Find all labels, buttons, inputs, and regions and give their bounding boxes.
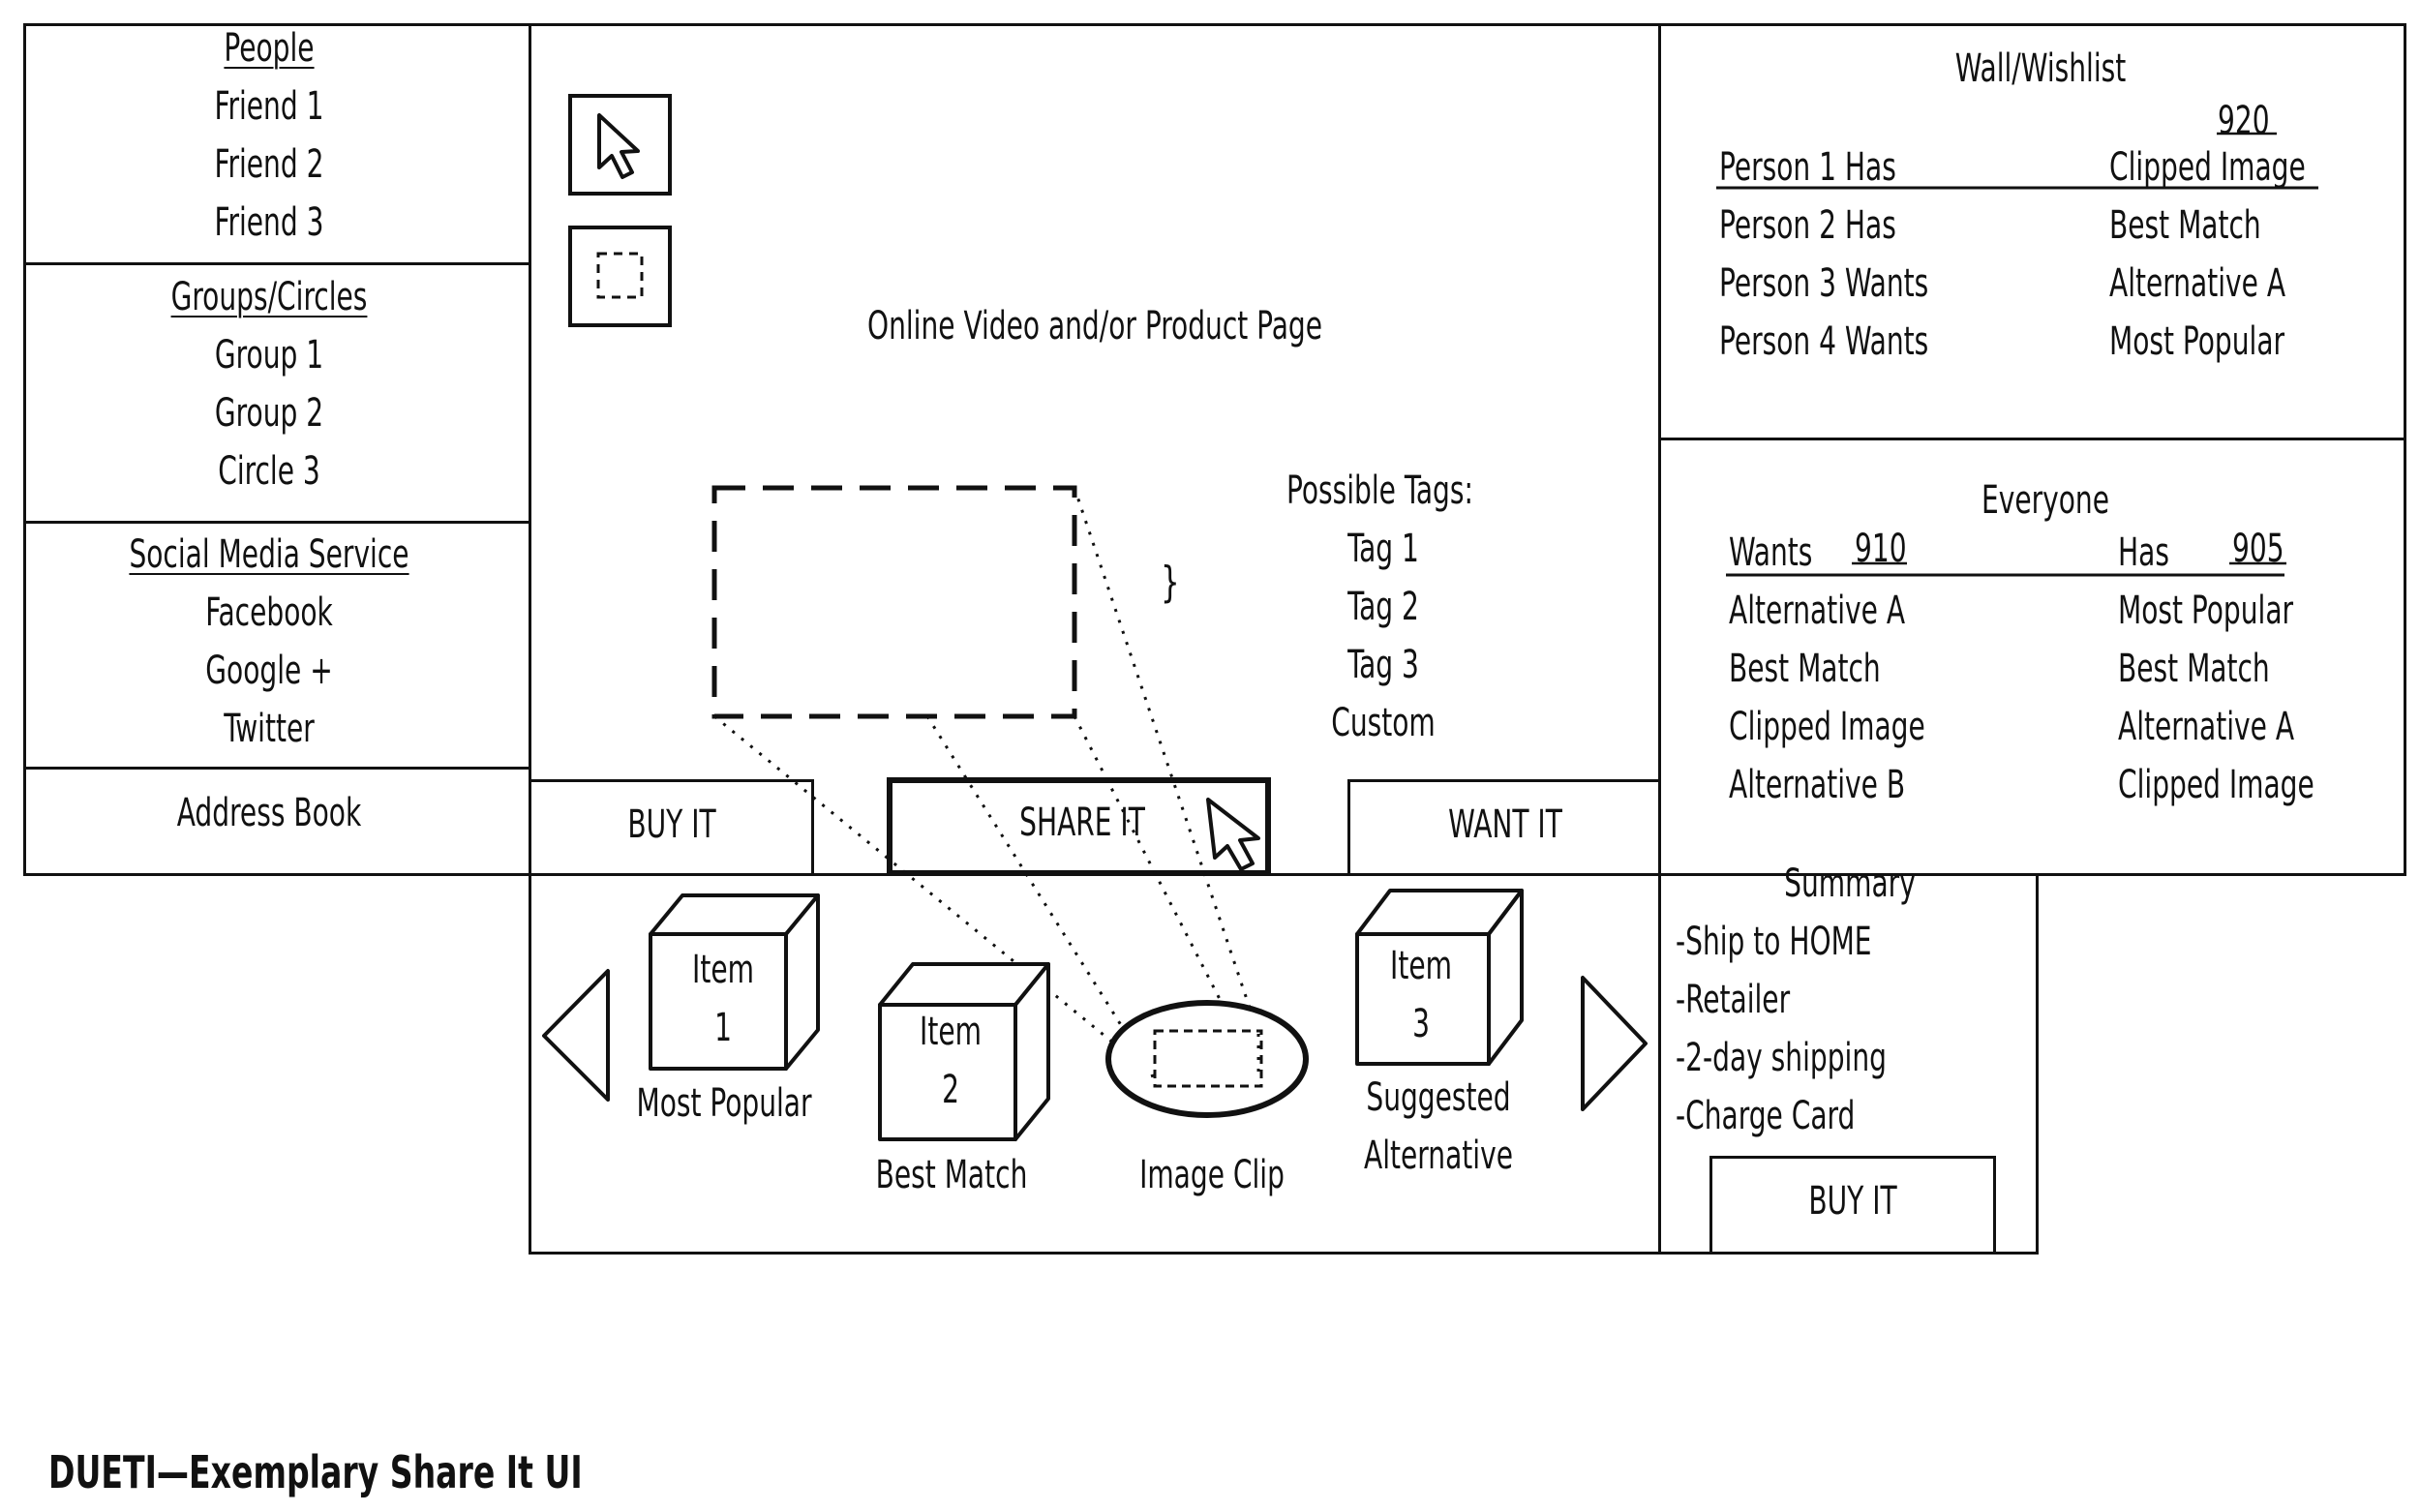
groups-heading: Groups/Circles [170, 275, 368, 319]
group-2[interactable]: Group 2 [214, 391, 324, 436]
wants-2[interactable]: Clipped Image [1729, 705, 1925, 749]
wall-right-2[interactable]: Alternative A [2109, 261, 2286, 306]
item-3-caption-line2: Alternative [1364, 1134, 1513, 1178]
item-3-label-line2: 3 [1412, 1002, 1430, 1046]
wants-1[interactable]: Best Match [1729, 647, 1881, 691]
address-book-panel[interactable]: Address Book [23, 767, 531, 876]
tag-custom[interactable]: Custom [1331, 701, 1436, 745]
group-1[interactable]: Group 1 [214, 333, 324, 378]
google-plus-item[interactable]: Google + [205, 649, 333, 693]
item-2-label-line1: Item [920, 1010, 982, 1054]
wall-ref-920: 920 [2218, 99, 2270, 143]
has-0[interactable]: Most Popular [2118, 589, 2294, 633]
figure-caption: DUETI—Exemplary Share It UI [48, 1446, 583, 1498]
page-label: Online Video and/or Product Page [866, 304, 1323, 348]
address-book-label: Address Book [176, 791, 362, 835]
wall-right-0[interactable]: Clipped Image [2109, 145, 2306, 190]
wall-left-2[interactable]: Person 3 Wants [1719, 261, 1929, 306]
wants-0[interactable]: Alternative A [1729, 589, 1906, 633]
share-it-label: SHARE IT [1019, 801, 1145, 845]
friend-1[interactable]: Friend 1 [214, 84, 324, 129]
wall-left-3[interactable]: Person 4 Wants [1719, 319, 1929, 364]
pointer-tool-button[interactable] [568, 94, 672, 196]
summary-line-2: -2-day shipping [1676, 1036, 1887, 1080]
item-carousel [529, 873, 1661, 1255]
facebook-item[interactable]: Facebook [205, 590, 333, 635]
tags-brace: } [1161, 558, 1180, 607]
wants-label: Wants [1729, 530, 1813, 575]
wall-right-3[interactable]: Most Popular [2109, 319, 2285, 364]
twitter-item[interactable]: Twitter [224, 707, 315, 751]
want-it-label: WANT IT [1448, 802, 1562, 847]
image-clip-caption: Image Clip [1139, 1153, 1285, 1197]
item-3-caption-line1: Suggested [1366, 1075, 1511, 1120]
item-1-label-line2: 1 [714, 1006, 732, 1050]
summary-buy-it-label: BUY IT [1808, 1179, 1897, 1224]
item-2-label-line2: 2 [942, 1068, 959, 1112]
has-ref-905: 905 [2232, 527, 2284, 571]
summary-line-1: -Retailer [1676, 978, 1791, 1022]
people-heading: People [224, 26, 315, 71]
tag-1[interactable]: Tag 1 [1347, 527, 1419, 571]
buy-it-label: BUY IT [627, 802, 716, 847]
tag-2[interactable]: Tag 2 [1347, 585, 1419, 629]
summary-buy-it-button[interactable]: BUY IT [1709, 1156, 1996, 1255]
groups-panel: Groups/Circles Group 1 Group 2 Circle 3 [23, 262, 531, 524]
item-1-label-line1: Item [692, 948, 754, 992]
wall-title: Wall/Wishlist [1954, 46, 2127, 91]
cursor-arrow-icon [597, 113, 640, 179]
wall-left-0[interactable]: Person 1 Has [1719, 145, 1896, 190]
everyone-title: Everyone [1981, 478, 2109, 523]
summary-line-0: -Ship to HOME [1676, 920, 1872, 964]
wall-wishlist-panel: Wall/Wishlist 920 Person 1 Has Person 2 … [1658, 23, 2406, 440]
share-it-button[interactable]: SHARE IT [887, 777, 1271, 876]
video-product-page: Online Video and/or Product Page Possibl… [529, 23, 1661, 876]
social-heading: Social Media Service [129, 532, 409, 577]
has-2[interactable]: Alternative A [2118, 705, 2295, 749]
select-clip-tool-button[interactable] [568, 226, 672, 327]
people-panel: People Friend 1 Friend 2 Friend 3 [23, 23, 531, 265]
circle-3[interactable]: Circle 3 [218, 449, 320, 494]
friend-3[interactable]: Friend 3 [214, 200, 324, 245]
summary-line-3: -Charge Card [1676, 1094, 1856, 1138]
wants-3[interactable]: Alternative B [1729, 763, 1906, 807]
tags-heading: Possible Tags: [1286, 469, 1473, 513]
has-1[interactable]: Best Match [2118, 647, 2270, 691]
buy-it-button[interactable]: BUY IT [529, 779, 814, 876]
item-3-label-line1: Item [1390, 944, 1452, 988]
friend-2[interactable]: Friend 2 [214, 142, 324, 187]
item-2-caption: Best Match [875, 1153, 1028, 1197]
everyone-panel: Everyone Wants 910 Has 905 Alternative A… [1658, 438, 2406, 876]
social-panel: Social Media Service Facebook Google + T… [23, 521, 531, 770]
wall-left-1[interactable]: Person 2 Has [1719, 203, 1896, 248]
wall-right-1[interactable]: Best Match [2109, 203, 2261, 248]
tag-3[interactable]: Tag 3 [1347, 643, 1419, 687]
item-1-caption: Most Popular [636, 1081, 812, 1126]
want-it-button[interactable]: WANT IT [1347, 779, 1661, 876]
has-3[interactable]: Clipped Image [2118, 763, 2314, 807]
wants-ref-910: 910 [1855, 527, 1907, 571]
has-label: Has [2118, 530, 2169, 575]
summary-title: Summary [1784, 862, 1916, 906]
marquee-select-icon [596, 252, 644, 299]
